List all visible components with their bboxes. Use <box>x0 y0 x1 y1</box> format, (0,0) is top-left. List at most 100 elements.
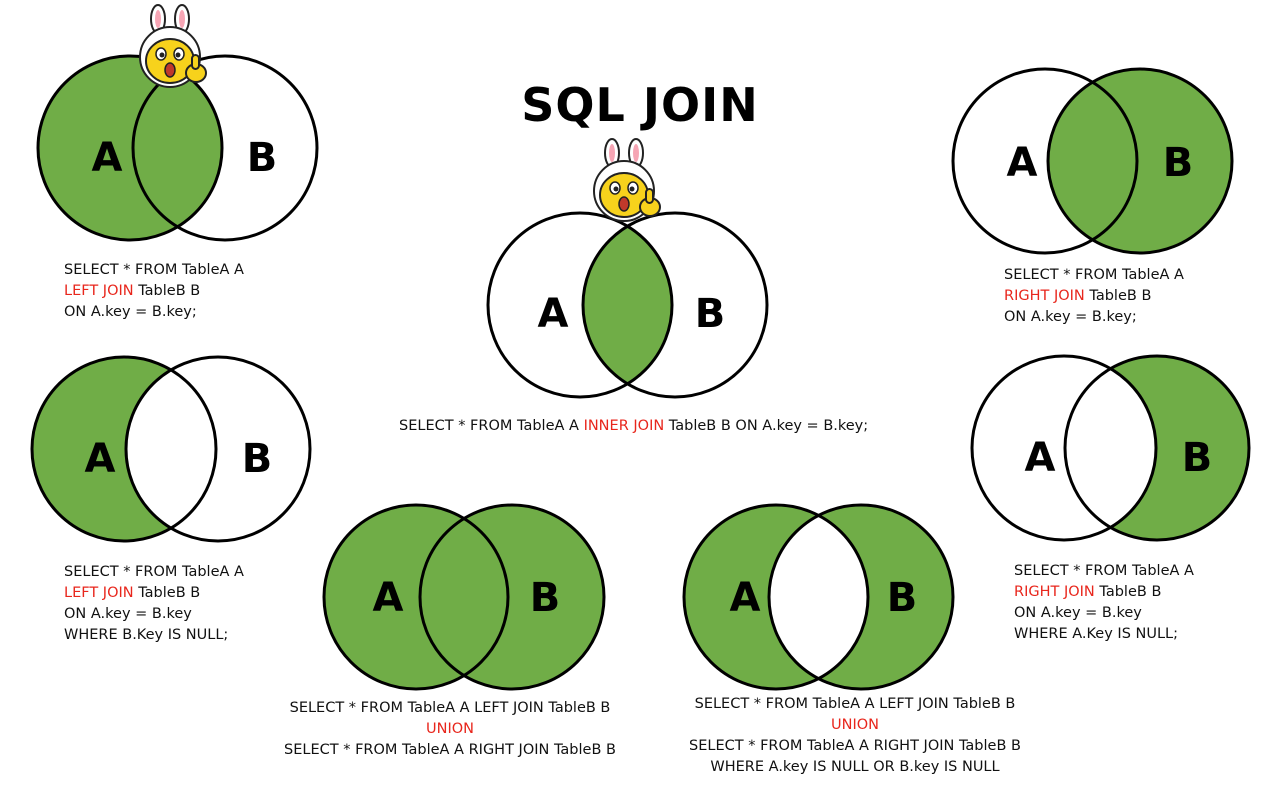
query-text: TableB B <box>133 585 201 601</box>
query-text: WHERE B.Key IS NULL; <box>64 627 229 643</box>
set-b-label: B <box>695 291 726 337</box>
set-b-label: B <box>247 135 278 181</box>
query-text: WHERE A.Key IS NULL; <box>1014 626 1179 642</box>
query-line: WHERE B.Key IS NULL; <box>64 625 244 646</box>
query-text: TableB B <box>1094 584 1162 600</box>
set-b-label: B <box>887 575 918 621</box>
query-line: SELECT * FROM TableA A <box>1014 561 1194 582</box>
query-right-only: SELECT * FROM TableA A RIGHT JOIN TableB … <box>1014 561 1194 645</box>
query-line: SELECT * FROM TableA A RIGHT JOIN TableB… <box>660 736 1050 757</box>
query-text: ON A.key = B.key <box>1014 605 1142 621</box>
set-a-label: A <box>85 436 116 482</box>
query-line: RIGHT JOIN TableB B <box>1004 286 1184 307</box>
set-b-label: B <box>1163 140 1194 186</box>
query-text: SELECT * FROM TableA A LEFT JOIN TableB … <box>289 700 611 716</box>
set-a-outline <box>970 354 1158 542</box>
query-line: LEFT JOIN TableB B <box>64 281 244 302</box>
set-b-label: B <box>242 436 273 482</box>
query-left-join: SELECT * FROM TableA A LEFT JOIN TableB B… <box>64 260 244 323</box>
query-line: RIGHT JOIN TableB B <box>1014 582 1194 603</box>
set-b-region <box>1048 69 1232 253</box>
query-line: ON A.key = B.key; <box>64 302 244 323</box>
query-text: SELECT * FROM TableA A <box>64 262 244 278</box>
set-b-outline <box>1046 67 1234 255</box>
mascot-icon <box>139 4 207 88</box>
query-line: ON A.key = B.key <box>1014 603 1194 624</box>
query-line: SELECT * FROM TableA A INNER JOIN TableB… <box>399 416 868 437</box>
query-text: SELECT * FROM TableA A LEFT JOIN TableB … <box>694 696 1016 712</box>
query-text: SELECT * FROM TableA A <box>399 418 584 434</box>
set-a-label: A <box>730 575 761 621</box>
query-line: UNION <box>660 715 1050 736</box>
query-line: WHERE A.key IS NULL OR B.key IS NULL <box>660 757 1050 778</box>
query-text: SELECT * FROM TableA A RIGHT JOIN TableB… <box>284 742 616 758</box>
set-b-outline <box>767 503 955 691</box>
query-left-only: SELECT * FROM TableA A LEFT JOIN TableB B… <box>64 562 244 646</box>
set-b-label: B <box>530 575 561 621</box>
query-line: SELECT * FROM TableA A LEFT JOIN TableB … <box>660 694 1050 715</box>
query-text: SELECT * FROM TableA A <box>64 564 244 580</box>
set-a-label: A <box>538 291 569 337</box>
set-a-region <box>38 56 222 240</box>
set-a-outline <box>36 54 224 242</box>
query-line: SELECT * FROM TableA A RIGHT JOIN TableB… <box>255 740 645 761</box>
query-keyword: LEFT JOIN <box>64 283 134 299</box>
query-line: UNION <box>255 719 645 740</box>
page-title: SQL JOIN <box>521 78 759 132</box>
query-full-outer-exclusive: SELECT * FROM TableA A LEFT JOIN TableB … <box>660 694 1050 778</box>
query-inner-join: SELECT * FROM TableA A INNER JOIN TableB… <box>399 416 868 437</box>
query-right-join: SELECT * FROM TableA A RIGHT JOIN TableB … <box>1004 265 1184 328</box>
query-text: WHERE A.key IS NULL OR B.key IS NULL <box>710 759 1000 775</box>
intersection-region <box>583 213 672 397</box>
set-a-outline <box>951 67 1139 255</box>
query-line: SELECT * FROM TableA A LEFT JOIN TableB … <box>255 698 645 719</box>
mascot-icon <box>593 138 661 222</box>
set-a-outline <box>30 355 218 543</box>
query-text: TableB B ON A.key = B.key; <box>664 418 869 434</box>
query-text: SELECT * FROM TableA A <box>1014 563 1194 579</box>
query-text: TableB B <box>133 283 201 299</box>
query-line: SELECT * FROM TableA A <box>1004 265 1184 286</box>
query-full-outer: SELECT * FROM TableA A LEFT JOIN TableB … <box>255 698 645 761</box>
set-a-label: A <box>1007 140 1038 186</box>
set-b-outline <box>124 355 312 543</box>
set-a-label: A <box>373 575 404 621</box>
set-b-region <box>420 505 604 689</box>
set-b-outline <box>418 503 606 691</box>
set-a-outline <box>682 503 870 691</box>
set-b-outline <box>581 211 769 399</box>
set-a-label: A <box>1025 435 1056 481</box>
query-keyword: INNER JOIN <box>583 418 665 434</box>
query-keyword: RIGHT JOIN <box>1004 288 1085 304</box>
query-line: SELECT * FROM TableA A <box>64 260 244 281</box>
query-text: ON A.key = B.key; <box>64 304 197 320</box>
query-keyword: LEFT JOIN <box>64 585 134 601</box>
set-a-outline <box>322 503 510 691</box>
query-line: ON A.key = B.key; <box>1004 307 1184 328</box>
query-line: LEFT JOIN TableB B <box>64 583 244 604</box>
query-line: ON A.key = B.key <box>64 604 244 625</box>
query-text: ON A.key = B.key <box>64 606 192 622</box>
query-keyword: UNION <box>426 721 474 737</box>
set-a-outline <box>486 211 674 399</box>
set-a-label: A <box>92 135 123 181</box>
query-text: SELECT * FROM TableA A RIGHT JOIN TableB… <box>689 738 1021 754</box>
query-keyword: RIGHT JOIN <box>1014 584 1095 600</box>
query-text: ON A.key = B.key; <box>1004 309 1137 325</box>
query-line: WHERE A.Key IS NULL; <box>1014 624 1194 645</box>
query-text: TableB B <box>1084 288 1152 304</box>
query-text: SELECT * FROM TableA A <box>1004 267 1184 283</box>
set-b-label: B <box>1182 435 1213 481</box>
query-line: SELECT * FROM TableA A <box>64 562 244 583</box>
query-keyword: UNION <box>831 717 879 733</box>
set-b-outline <box>1063 354 1251 542</box>
set-b-outline <box>131 54 319 242</box>
